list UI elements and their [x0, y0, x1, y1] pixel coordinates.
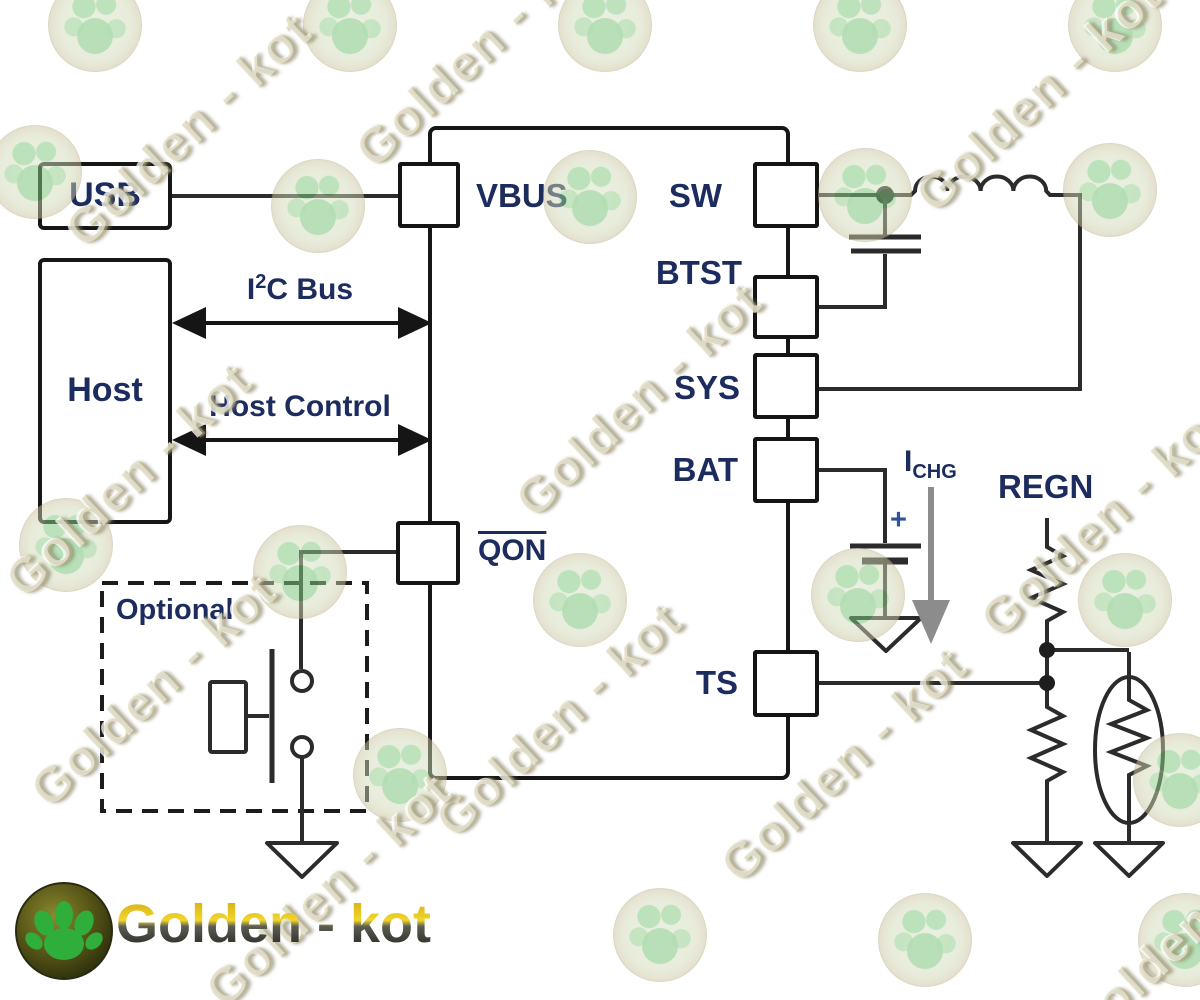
pin-ts [753, 650, 819, 717]
regn-resistor-divider [1011, 518, 1129, 878]
i2c-bus-arrow [172, 307, 432, 339]
logo-paw-icon [15, 882, 113, 980]
pin-bat [753, 437, 819, 503]
usb-label: USB [69, 176, 141, 215]
qon-label: QON [478, 534, 547, 567]
ichg-label: ICHG [904, 445, 957, 483]
battery-plus-label: + [890, 504, 907, 536]
pin-sys [753, 353, 819, 419]
battery-branch [819, 468, 923, 653]
ground-symbol-divider [1011, 841, 1083, 878]
logo-brand-text: Golden - kot [116, 894, 431, 954]
inductor [819, 174, 1082, 391]
node-dot-lower [1039, 675, 1055, 691]
ts-label: TS [695, 664, 738, 701]
host-control-arrow [172, 424, 432, 456]
ground-symbol-battery [849, 616, 923, 653]
sw-inductor-loop [819, 174, 1082, 391]
resistor-r2 [1026, 650, 1068, 843]
ichg-current-arrow [912, 487, 950, 644]
optional-label: Optional [116, 594, 234, 626]
resistor-r1 [1026, 518, 1068, 651]
ground-symbol-thermistor [1093, 841, 1165, 878]
pin-sw [753, 162, 819, 228]
pin-vbus [398, 162, 460, 228]
usb-block: USB [38, 162, 172, 230]
sw-label: SW [668, 177, 722, 214]
i2c-bus-label: I2C Bus [246, 271, 354, 306]
vbus-label: VBUS [476, 177, 568, 214]
btst-label: BTST [655, 254, 742, 291]
optional-dashed-box [100, 581, 369, 813]
host-label: Host [67, 371, 143, 410]
node-dot-upper [1039, 642, 1055, 658]
host-control-label: Host Control [209, 390, 391, 423]
pin-btst [753, 275, 819, 339]
switch-contact-top [290, 669, 314, 693]
switch-contact-bottom [290, 735, 314, 759]
bootstrap-capacitor [819, 199, 921, 309]
host-block: Host [38, 258, 172, 524]
pin-qon [396, 521, 460, 585]
regn-label: REGN [998, 468, 1094, 505]
qon-pushbutton-circuit [208, 550, 396, 879]
pushbutton-cap [208, 680, 248, 754]
bat-label: BAT [672, 451, 738, 488]
sys-label: SYS [673, 369, 740, 406]
thermistor [1093, 652, 1165, 878]
ground-symbol-switch [265, 841, 339, 879]
